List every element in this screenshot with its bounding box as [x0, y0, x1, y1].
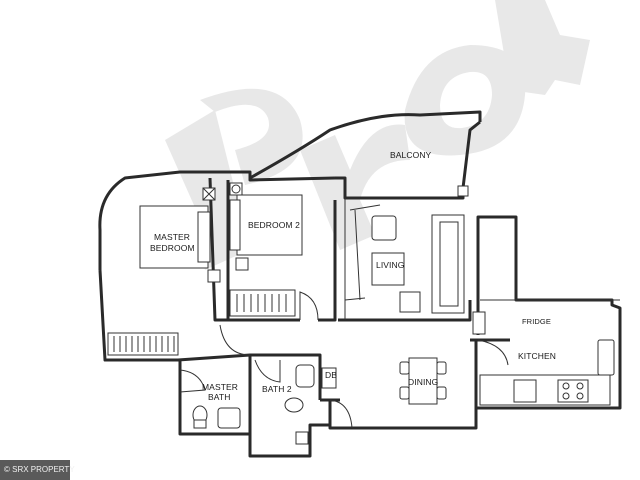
- bed-master: [139, 187, 221, 283]
- balcony-label: BALCONY: [390, 150, 432, 160]
- fridge-label: FRIDGE: [522, 317, 551, 326]
- watermark-text: PrOP: [380, 59, 383, 61]
- db-label: DB: [325, 370, 337, 380]
- interior-walls: [177, 177, 620, 440]
- bath2-label: BATH 2: [262, 384, 292, 394]
- wardrobe-master: [107, 332, 179, 356]
- living-furniture: [344, 204, 465, 314]
- bedroom2-label: BEDROOM 2: [248, 220, 300, 230]
- kitchen-fixtures: [457, 185, 615, 406]
- bed-bedroom2: [229, 182, 303, 271]
- master-bath-fixtures: [192, 405, 241, 429]
- living-label: LIVING: [376, 260, 404, 270]
- master-bath-label-line2: BATH: [208, 392, 230, 402]
- dining-label: DINING: [408, 377, 438, 387]
- bath2-fixtures: [284, 364, 337, 445]
- master-bedroom-label-line1: MASTER: [154, 232, 190, 242]
- master-bath-label-line1: MASTER: [202, 382, 238, 392]
- dining-set: [399, 357, 447, 405]
- kitchen-label: KITCHEN: [518, 351, 556, 361]
- master-bedroom-label-line2: BEDROOM: [150, 243, 195, 253]
- credit-badge: © SRX PROPERTY: [0, 460, 75, 480]
- doors: [179, 291, 509, 429]
- wardrobe-bedroom2: [229, 289, 296, 317]
